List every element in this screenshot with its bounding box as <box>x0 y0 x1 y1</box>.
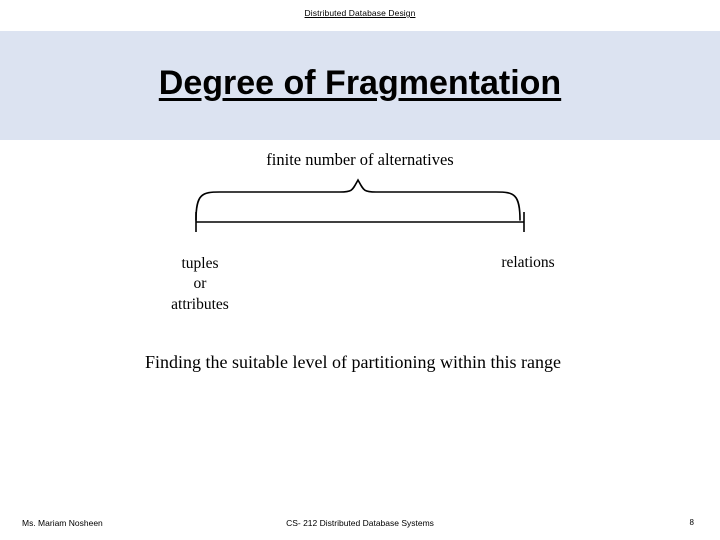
running-title: Distributed Database Design <box>304 8 416 18</box>
range-brace-diagram <box>195 178 525 232</box>
diagram-label-right: relations <box>501 254 555 271</box>
footer-course: CS- 212 Distributed Database Systems <box>286 518 434 528</box>
diagram-label-left: tuples or attributes <box>140 254 260 315</box>
diagram-caption: finite number of alternatives <box>266 150 454 169</box>
page-title: Degree of Fragmentation <box>158 64 562 102</box>
footer-page-number: 8 <box>689 518 694 527</box>
body-text: Finding the suitable level of partitioni… <box>145 352 561 372</box>
title-band <box>0 31 720 140</box>
diagram-label-left-line3: attributes <box>171 295 229 313</box>
diagram-label-left-line2: or <box>193 275 207 293</box>
diagram-label-left-line1: tuples <box>181 255 219 272</box>
footer-author: Ms. Mariam Nosheen <box>22 518 103 528</box>
